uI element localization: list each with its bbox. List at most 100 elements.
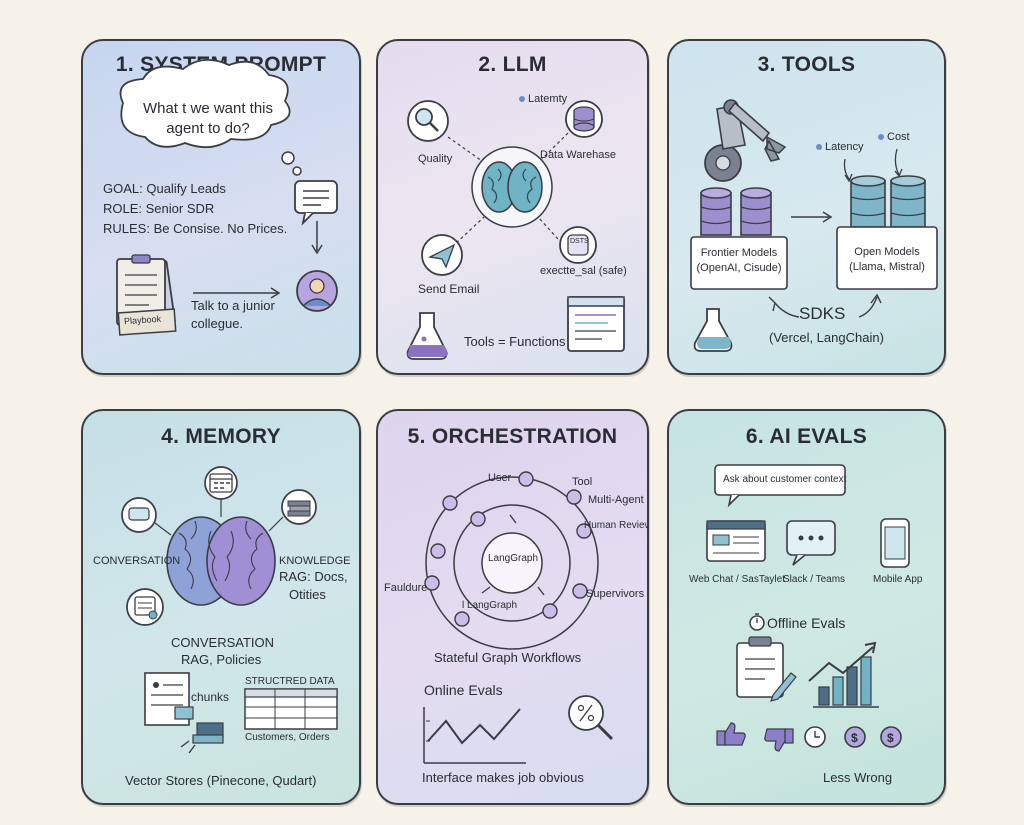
flask-icon [693, 308, 733, 352]
mobile-label: Mobile App [873, 574, 923, 585]
paper-plane-icon [421, 234, 463, 276]
web-chat-icon [706, 520, 766, 562]
structured-data-label: STRUCTRED DATA [245, 676, 335, 687]
warehouse-label: Data Warehase [540, 149, 617, 161]
ask-bubble-text: Ask about customer context [723, 474, 847, 485]
chat-icon [121, 497, 157, 533]
llm-illustration [406, 96, 625, 360]
slack-chat-icon [786, 520, 836, 566]
chunks-icon [144, 672, 224, 754]
db-label: DSTS [570, 238, 589, 245]
panel-ai-evals: 6. AI EVALS [667, 409, 946, 805]
brain-icon [166, 516, 276, 606]
execute-label: exectte_sal (safe) [540, 265, 627, 277]
panel-title: 2. LLM [478, 53, 547, 76]
playbook-label: Playbook [123, 313, 162, 327]
vector-stores-label: Vector Stores (Pinecone, Qudart) [125, 773, 317, 788]
frontier-models-label: Frontier Models (OpenAI, Cisude) [696, 247, 782, 274]
robot-arm-icon [704, 99, 787, 182]
frontier-db-icon [700, 187, 772, 236]
dollar-icon: $ [844, 726, 866, 748]
panel-title: 4. MEMORY [161, 425, 281, 448]
document-icon [126, 588, 164, 626]
knowledge-label: KNOWLEDGE [279, 555, 351, 567]
web-chat-label: Web Chat / SasTaylet [689, 574, 785, 585]
rag-policies-label: RAG, Policies [181, 652, 262, 667]
clipboard-icon [736, 636, 797, 702]
ai-evals-illustration: $ $ [706, 464, 910, 752]
user-label: User [488, 472, 512, 484]
customers-label: Customers, Orders [245, 732, 330, 743]
open-models-label: Open Models (Llama, Mistral) [849, 246, 925, 273]
system-prompt-illustration [116, 59, 338, 336]
thought-bubble-text: What t we want this agent to do? [142, 100, 274, 138]
panel-memory: 4. MEMORY [81, 409, 361, 805]
panel-llm: 2. LLM [376, 39, 649, 375]
thumbs-up-icon [716, 722, 746, 746]
line-chart-icon [423, 707, 526, 764]
supervisors-label: Supervivors [586, 588, 645, 600]
online-evals-label: Online Evals [424, 682, 503, 698]
mobile-phone-icon [880, 518, 910, 568]
human-review-label: Human Review [584, 520, 649, 531]
cost-label: Cost [887, 131, 910, 143]
database-icon [565, 100, 603, 138]
clipboard-icon [116, 254, 177, 336]
otities-label: Otities [289, 587, 326, 602]
open-db-icon [850, 175, 926, 228]
function-window-icon [567, 296, 625, 352]
calendar-icon [204, 466, 238, 500]
talk-text: Talk to a junior collegue. [191, 298, 275, 331]
thought-cloud-icon [119, 59, 291, 149]
sdks-sub-label: (Vercel, LangChain) [769, 330, 884, 345]
rules-text: RULES: Be Consise. No Prices. [103, 221, 288, 236]
langgraph-center-label: LangGraph [488, 553, 539, 564]
orchestration-illustration [423, 471, 614, 764]
send-email-label: Send Email [418, 282, 480, 296]
panel-orchestration: 5. ORCHESTRATION [376, 409, 649, 805]
interface-label: Interface makes job obvious [422, 770, 584, 785]
graph-nodes [424, 471, 592, 627]
structured-table-icon [244, 688, 338, 730]
magnifier-icon [407, 100, 449, 142]
tools-illustration [690, 99, 938, 352]
quality-label: Quality [418, 153, 453, 165]
latency-label: Latency [825, 141, 864, 153]
stateful-label: Stateful Graph Workflows [434, 650, 582, 665]
stopwatch-icon [749, 613, 765, 631]
panel-title: 3. TOOLS [757, 53, 856, 76]
avatar-icon [296, 270, 338, 312]
rag-docs-label: RAG: Docs, [279, 569, 348, 584]
memory-illustration [121, 466, 338, 754]
svg-text:$: $ [887, 731, 894, 745]
graph-rings [425, 476, 599, 650]
chunks-label: chunks [191, 690, 230, 704]
flask-icon [406, 312, 448, 360]
bar-chart-icon [808, 641, 879, 708]
dollar-icon: $ [880, 726, 902, 748]
panel-system-prompt: 1. SYSTEM PROMPT [81, 39, 361, 375]
faulure-label: Fauldure [384, 582, 428, 594]
tools-functions-label: Tools = Functions [464, 334, 566, 349]
books-icon [281, 489, 317, 525]
brain-icon [471, 146, 553, 228]
panel-tools: 3. TOOLS [667, 39, 946, 375]
clock-icon [804, 726, 826, 748]
sql-icon [559, 226, 597, 264]
chat-bubble-icon [294, 180, 338, 226]
goal-text: GOAL: Qualify Leads [103, 181, 226, 196]
conversation-left-label: CONVERSATION [93, 555, 181, 567]
less-wrong-label: Less Wrong [823, 770, 893, 785]
panel-title: 5. ORCHESTRATION [407, 425, 618, 448]
tool-label: Tool [572, 476, 593, 488]
sdks-label: SDKS [799, 304, 846, 323]
magnifier-percent-icon [568, 695, 614, 741]
slack-label: Slack / Teams [783, 574, 846, 585]
thumbs-down-icon [764, 728, 794, 752]
langgraph-inner-label: l LangGraph [462, 600, 518, 611]
offline-evals-label: Offline Evals [767, 615, 846, 631]
svg-text:$: $ [851, 731, 858, 745]
panel-title: 6. AI EVALS [745, 425, 868, 448]
conversation-mid-label: CONVERSATION [171, 635, 275, 650]
latency-label: Latemty [528, 93, 568, 105]
